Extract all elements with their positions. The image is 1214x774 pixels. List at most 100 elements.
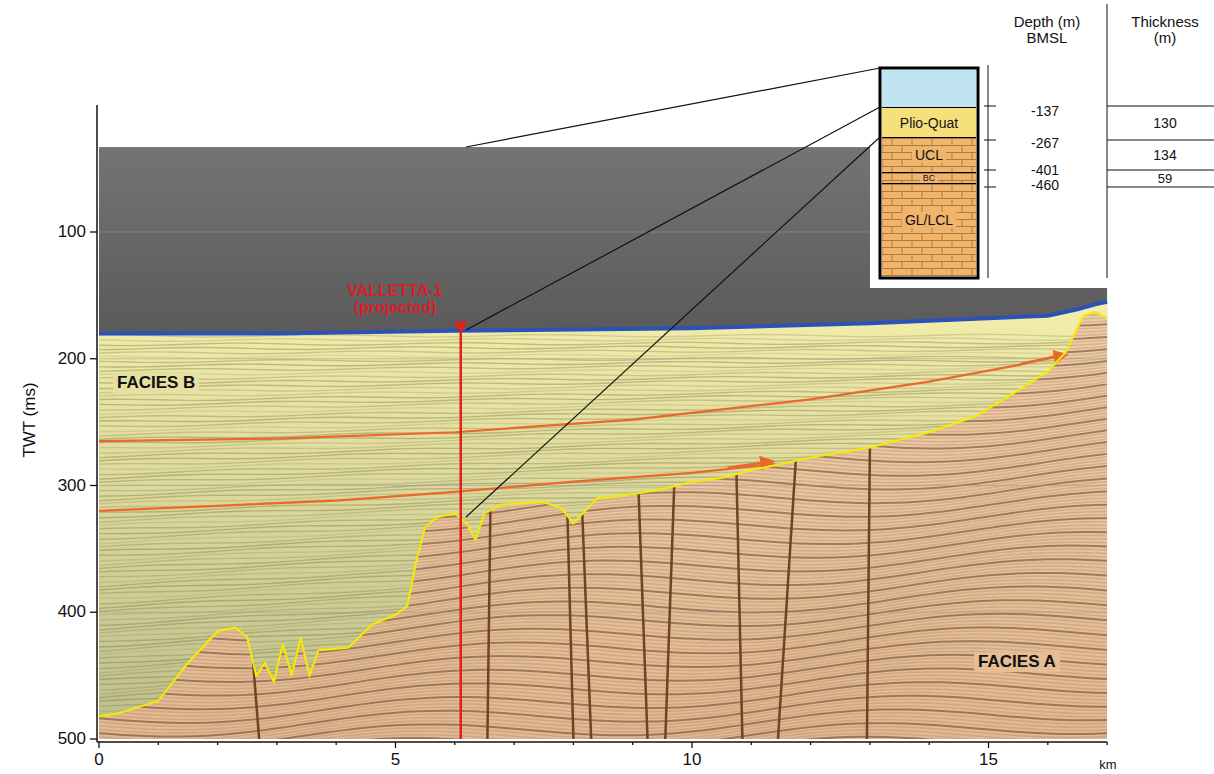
axis-title: TWT (ms) [21,382,39,457]
table-value: 59 [1158,172,1172,186]
x-tick [869,742,870,745]
depth-tick [984,140,996,141]
layer-name: Plio-Quat [897,115,961,131]
table-value: -401 [1031,163,1059,178]
fault-line [639,493,648,739]
grid-line [99,485,1107,486]
stratigraphic-band: Plio-Quat [882,107,976,137]
brick-pattern [882,184,976,276]
reflector-line [99,586,1107,641]
table-header: Depth (m) BMSL [1007,14,1087,46]
reflector-line [99,740,1107,774]
fault-line [567,516,573,739]
table-rule [1107,170,1214,171]
brick-fill [882,138,976,172]
fault-line [665,486,674,739]
fault-line [582,514,591,739]
x-tick [276,742,277,745]
table-value: -137 [1031,104,1059,119]
x-tick [573,742,574,745]
well-line [459,331,462,739]
facies-b-reflectors [99,334,1107,737]
reflector-line [99,750,1107,774]
fault-line [736,474,742,739]
reflector-line [99,657,1107,728]
reflector-line [99,533,1107,577]
reflector-line [99,430,1107,453]
reflector-line [99,593,1107,652]
reflector-line [99,606,1107,668]
reflector-line [99,733,1107,774]
reflector-line [99,509,1107,546]
axis-tick-label: 100 [58,223,86,241]
reflector-line [99,416,1107,436]
orange-horizon [99,355,1060,441]
reflector-line [99,744,1107,774]
reflector-line [99,522,1107,565]
x-tick [929,742,930,745]
reflector-line [99,566,1107,615]
reflector-line [99,549,1107,594]
y-tick [90,358,97,359]
reflector-line [99,633,1107,698]
reflector-line [99,730,1107,771]
axis-tick-label: 5 [391,751,400,769]
axis-tick-label: 15 [979,751,998,769]
x-tick [632,742,633,745]
reflector-line [99,443,1107,465]
column-frame [880,68,978,278]
layer-name: GL/LCL [902,212,956,228]
facies-label: FACIES A [974,652,1060,672]
layer-name: UCL [912,147,946,163]
reflector-line [99,445,1107,469]
reflector-line [99,447,1107,474]
water-column [99,147,1107,346]
stratigraphic-band: GL/LCL [882,183,976,276]
reflector-line [99,452,1107,480]
reflector-line [99,747,1107,774]
x-tick [336,742,337,745]
axis-tick-label: 400 [58,603,86,621]
depth-tick [984,170,996,171]
reflector-line [99,551,1107,599]
reflector-line [99,659,1107,733]
reflector-line [99,628,1107,694]
leader-line [466,137,880,517]
grid-line [99,612,1107,613]
x-axis [97,741,1107,743]
table-header: Thickness (m) [1125,14,1205,46]
table-value: -267 [1031,136,1059,151]
seabed-horizon [99,302,1107,334]
reflector-line [99,516,1107,556]
reflector-line [99,624,1107,690]
axis-tick-label: 10 [683,751,702,769]
x-tick [158,742,159,745]
reflector-line [99,353,1107,359]
fault-line [778,461,796,739]
reflector-line [99,465,1107,496]
leader-line [466,68,880,147]
x-tick [513,742,514,745]
brick-fill [882,184,976,276]
reflector-line [99,469,1107,500]
stratigraphic-band: BC [882,172,976,183]
reflector-line [99,589,1107,647]
table-rule [988,65,989,278]
y-axis [96,105,98,742]
section-layer [90,0,1214,774]
table-rule [1107,187,1214,188]
reflector-line [99,664,1107,738]
brick-fill [882,173,976,183]
x-tick [810,742,811,745]
depth-tick [984,106,996,107]
base-plio-quat-horizon [99,312,1107,716]
y-tick [90,738,97,739]
layer-name: BC [920,174,939,183]
reflector-line [99,496,1107,529]
x-tick [98,742,99,748]
reflector-line [99,562,1107,611]
reflector-line [99,341,1107,345]
reflector-line [99,536,1107,583]
reflector-line [99,558,1107,609]
